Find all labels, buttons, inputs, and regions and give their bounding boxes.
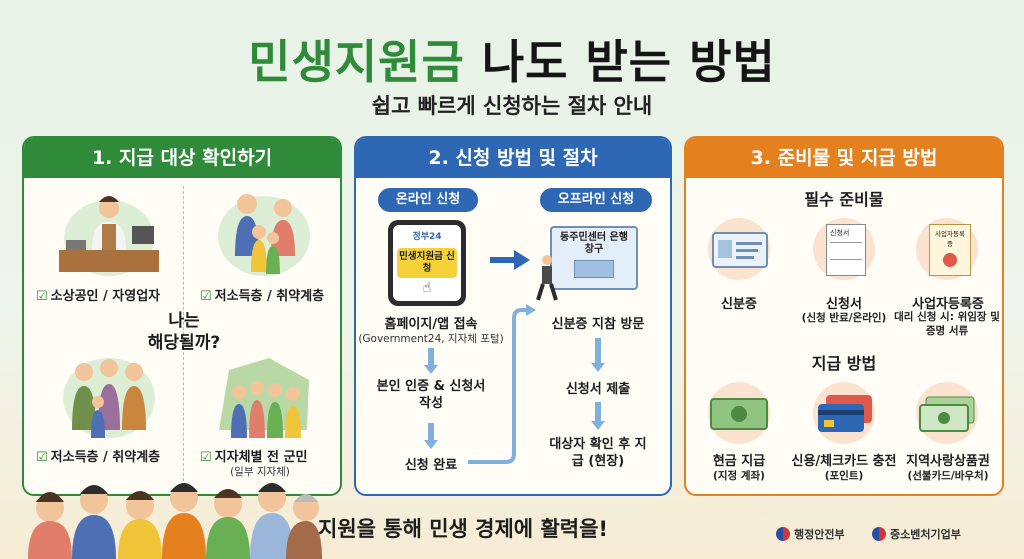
payment-item-label: 지역사랑상품권: [906, 454, 990, 469]
required-item-label: 신분증: [721, 297, 757, 312]
logo-text: 행정안전부: [794, 528, 845, 541]
offline-step: 신청서 제출: [565, 382, 631, 397]
materials-heading: 3. 준비물 및 지급 방법: [686, 138, 1002, 178]
payment-item-label: 신용/체크카드 충전: [791, 454, 897, 469]
offline-step: 신분증 지참 방문: [551, 317, 645, 332]
eligibility-heading: 1. 지급 대상 확인하기: [24, 138, 340, 178]
arrow-down-icon: [424, 440, 438, 449]
logo-ministry-sme: 중소벤처기업부: [872, 526, 961, 542]
required-item-note: 대리 신청 시: 위임장 및 증명 서류: [894, 311, 1000, 337]
online-pill: 온라인 신청: [378, 188, 478, 212]
connector-arrow-icon: [468, 304, 536, 464]
checkmark-icon: ☑: [200, 289, 212, 304]
divider: [183, 186, 184, 486]
certificate-doc-title: 사업자등록증: [935, 230, 965, 248]
title-highlight: 민생지원금: [248, 35, 465, 89]
payment-title: 지급 방법: [811, 354, 877, 373]
target-label: 소상공인 / 자영업자: [50, 289, 161, 304]
hand-pointer-icon: ☝: [422, 280, 432, 296]
eligibility-question: 나는 해당될까?: [134, 310, 234, 354]
arrow-down-icon: [591, 363, 605, 372]
office-sign: 동주민센터 은행창구: [560, 232, 628, 255]
arrow-down-icon: [591, 421, 605, 430]
title-main: 나도 받는 방법: [481, 35, 776, 89]
credit-card-icon: [818, 395, 872, 432]
payment-item-note: (선불카드/바우처): [907, 470, 989, 482]
required-item-label: 사업자등록증: [912, 297, 984, 312]
certificate-icon: 사업자등록증: [929, 224, 971, 276]
procedure-heading: 2. 신청 방법 및 절차: [356, 138, 670, 178]
target-label: 저소득층 / 취약계층: [214, 289, 325, 304]
logo-text: 중소벤처기업부: [890, 528, 961, 541]
target-item: ☑소상공인 / 자영업자: [36, 285, 160, 304]
target-item: ☑저소득층 / 취약계층: [36, 446, 160, 465]
elderly-family-icon: [63, 358, 155, 438]
page-subtitle: 쉽고 빠르게 신청하는 절차 안내: [371, 94, 653, 118]
id-card-icon: [712, 232, 768, 268]
checkmark-icon: ☑: [36, 289, 48, 304]
arrow-right-icon: [490, 250, 530, 270]
cash-icon: [710, 398, 768, 430]
residents-icon: [219, 358, 309, 438]
crowd-illustration: [28, 483, 322, 559]
person-walking-icon: [536, 255, 558, 301]
family-icon: [218, 194, 310, 276]
question-line: 나는: [168, 311, 200, 331]
government-emblem-icon: [872, 527, 886, 541]
checkmark-icon: ☑: [200, 450, 212, 465]
arrow-down-icon: [424, 365, 438, 374]
logo-ministry-interior: 행정안전부: [776, 526, 845, 542]
community-center-icon: 동주민센터 은행창구: [550, 226, 638, 290]
eligibility-panel: 1. 지급 대상 확인하기 ☑소상공인 / 자영업자 ☑저소득층 / 취약계층 …: [22, 136, 342, 496]
apply-app-button: 민생지원금 신청: [397, 248, 457, 278]
app-name: 정부24: [412, 232, 442, 242]
payment-item-label: 현금 지급: [712, 454, 766, 469]
payment-item-note: (포인트): [824, 470, 864, 482]
target-label: 저소득층 / 취약계층: [50, 450, 161, 465]
footer-slogan: 지원을 통해 민생 경제에 활력을!: [318, 517, 608, 541]
page-title: 민생지원금 나도 받는 방법: [0, 26, 1024, 92]
online-step-note: (Government24, 지자체 포털): [358, 333, 504, 345]
phone-icon: 정부24 민생지원금 신청 ☝: [388, 220, 466, 306]
target-label: 지자체별 전 군민: [214, 450, 308, 465]
target-item: ☑저소득층 / 취약계층: [200, 285, 324, 304]
target-note: (일부 지자체): [230, 466, 290, 478]
form-icon: 신청서: [826, 224, 866, 276]
required-title: 필수 준비물: [804, 190, 884, 209]
payment-item-note: (지정 계좌): [713, 470, 765, 482]
shop-owner-icon: [59, 196, 159, 276]
online-step: 본인 인증 & 신청서 작성: [376, 379, 486, 411]
procedure-panel: 2. 신청 방법 및 절차 온라인 신청 오프라인 신청 정부24 민생지원금 …: [354, 136, 672, 496]
required-item-note: (신청 반료/온라인): [801, 312, 887, 324]
offline-pill: 오프라인 신청: [540, 188, 652, 212]
online-step: 신청 완료: [404, 458, 458, 473]
online-step: 홈페이지/앱 접속: [384, 317, 478, 332]
required-item-label: 신청서: [826, 297, 862, 312]
checkmark-icon: ☑: [36, 450, 48, 465]
offline-step: 대상자 확인 후 지급 (현장): [549, 437, 647, 469]
government-emblem-icon: [776, 527, 790, 541]
gift-voucher-icon: [919, 396, 975, 432]
question-line: 해당될까?: [147, 333, 221, 353]
target-item: ☑지자체별 전 군민: [200, 446, 307, 465]
form-doc-title: 신청서: [830, 229, 850, 237]
materials-panel: 3. 준비물 및 지급 방법 필수 준비물 신청서 사업자등록증 신분증 신청서…: [684, 136, 1004, 496]
